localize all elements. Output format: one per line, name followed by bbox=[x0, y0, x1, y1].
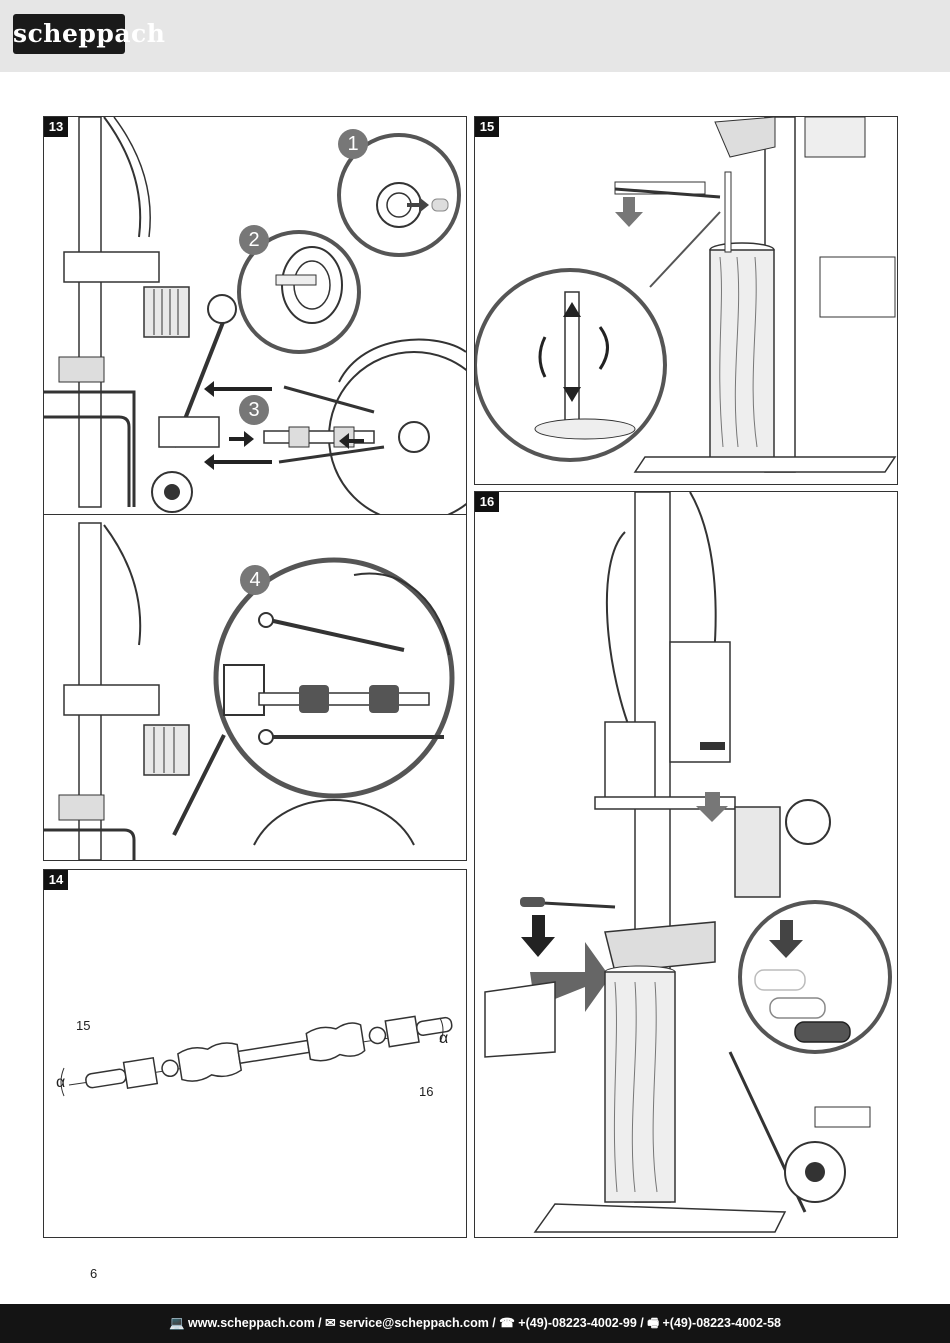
page-number: 6 bbox=[90, 1266, 98, 1281]
figure-badge: 15 bbox=[475, 117, 499, 137]
figure-13-panel: 13 bbox=[43, 116, 467, 515]
part-label-16: 16 bbox=[419, 1084, 434, 1099]
laptop-icon: 💻 bbox=[168, 1316, 189, 1330]
figure-16-illustration bbox=[484, 492, 892, 1233]
contact-footer: 💻 www.scheppach.com / ✉ service@scheppac… bbox=[0, 1304, 950, 1343]
part-label-15: 15 bbox=[76, 1018, 91, 1033]
figure-14-illustration bbox=[60, 1015, 453, 1097]
email-link[interactable]: service@scheppach.com bbox=[339, 1316, 489, 1330]
callout-number-1: 1 bbox=[338, 129, 368, 159]
figure-13-illustration bbox=[44, 117, 466, 514]
separator: / bbox=[488, 1316, 500, 1330]
page-header: scheppach bbox=[0, 0, 950, 72]
figure-13-detail-panel: 4 bbox=[43, 514, 467, 861]
brand-logo: scheppach bbox=[13, 14, 165, 54]
email-icon: ✉ bbox=[325, 1316, 340, 1330]
angle-symbol-left: α bbox=[56, 1074, 66, 1091]
callout-number-4: 4 bbox=[240, 565, 270, 595]
callout-number-3: 3 bbox=[239, 395, 269, 425]
fax-icon: 🖷 bbox=[647, 1316, 663, 1330]
figure-badge: 14 bbox=[44, 870, 68, 890]
phone-icon: ☎ bbox=[499, 1316, 519, 1330]
separator: / bbox=[636, 1316, 648, 1330]
callout-number-2: 2 bbox=[239, 225, 269, 255]
separator: / bbox=[314, 1316, 326, 1330]
website-link[interactable]: www.scheppach.com bbox=[188, 1316, 315, 1330]
figure-badge: 16 bbox=[475, 492, 499, 512]
phone-number: +(49)-08223-4002-99 bbox=[518, 1316, 637, 1330]
figure-15-panel: 15 bbox=[474, 116, 898, 485]
figure-badge: 13 bbox=[44, 117, 68, 137]
figure-14-panel: 14 15 16 α α bbox=[43, 869, 467, 1238]
angle-symbol-right: α bbox=[439, 1030, 449, 1047]
figure-16-panel: 16 bbox=[474, 491, 898, 1238]
figure-15-illustration bbox=[475, 117, 897, 473]
fax-number: +(49)-08223-4002-58 bbox=[662, 1316, 782, 1330]
figure-13-detail-illustration bbox=[44, 522, 455, 860]
